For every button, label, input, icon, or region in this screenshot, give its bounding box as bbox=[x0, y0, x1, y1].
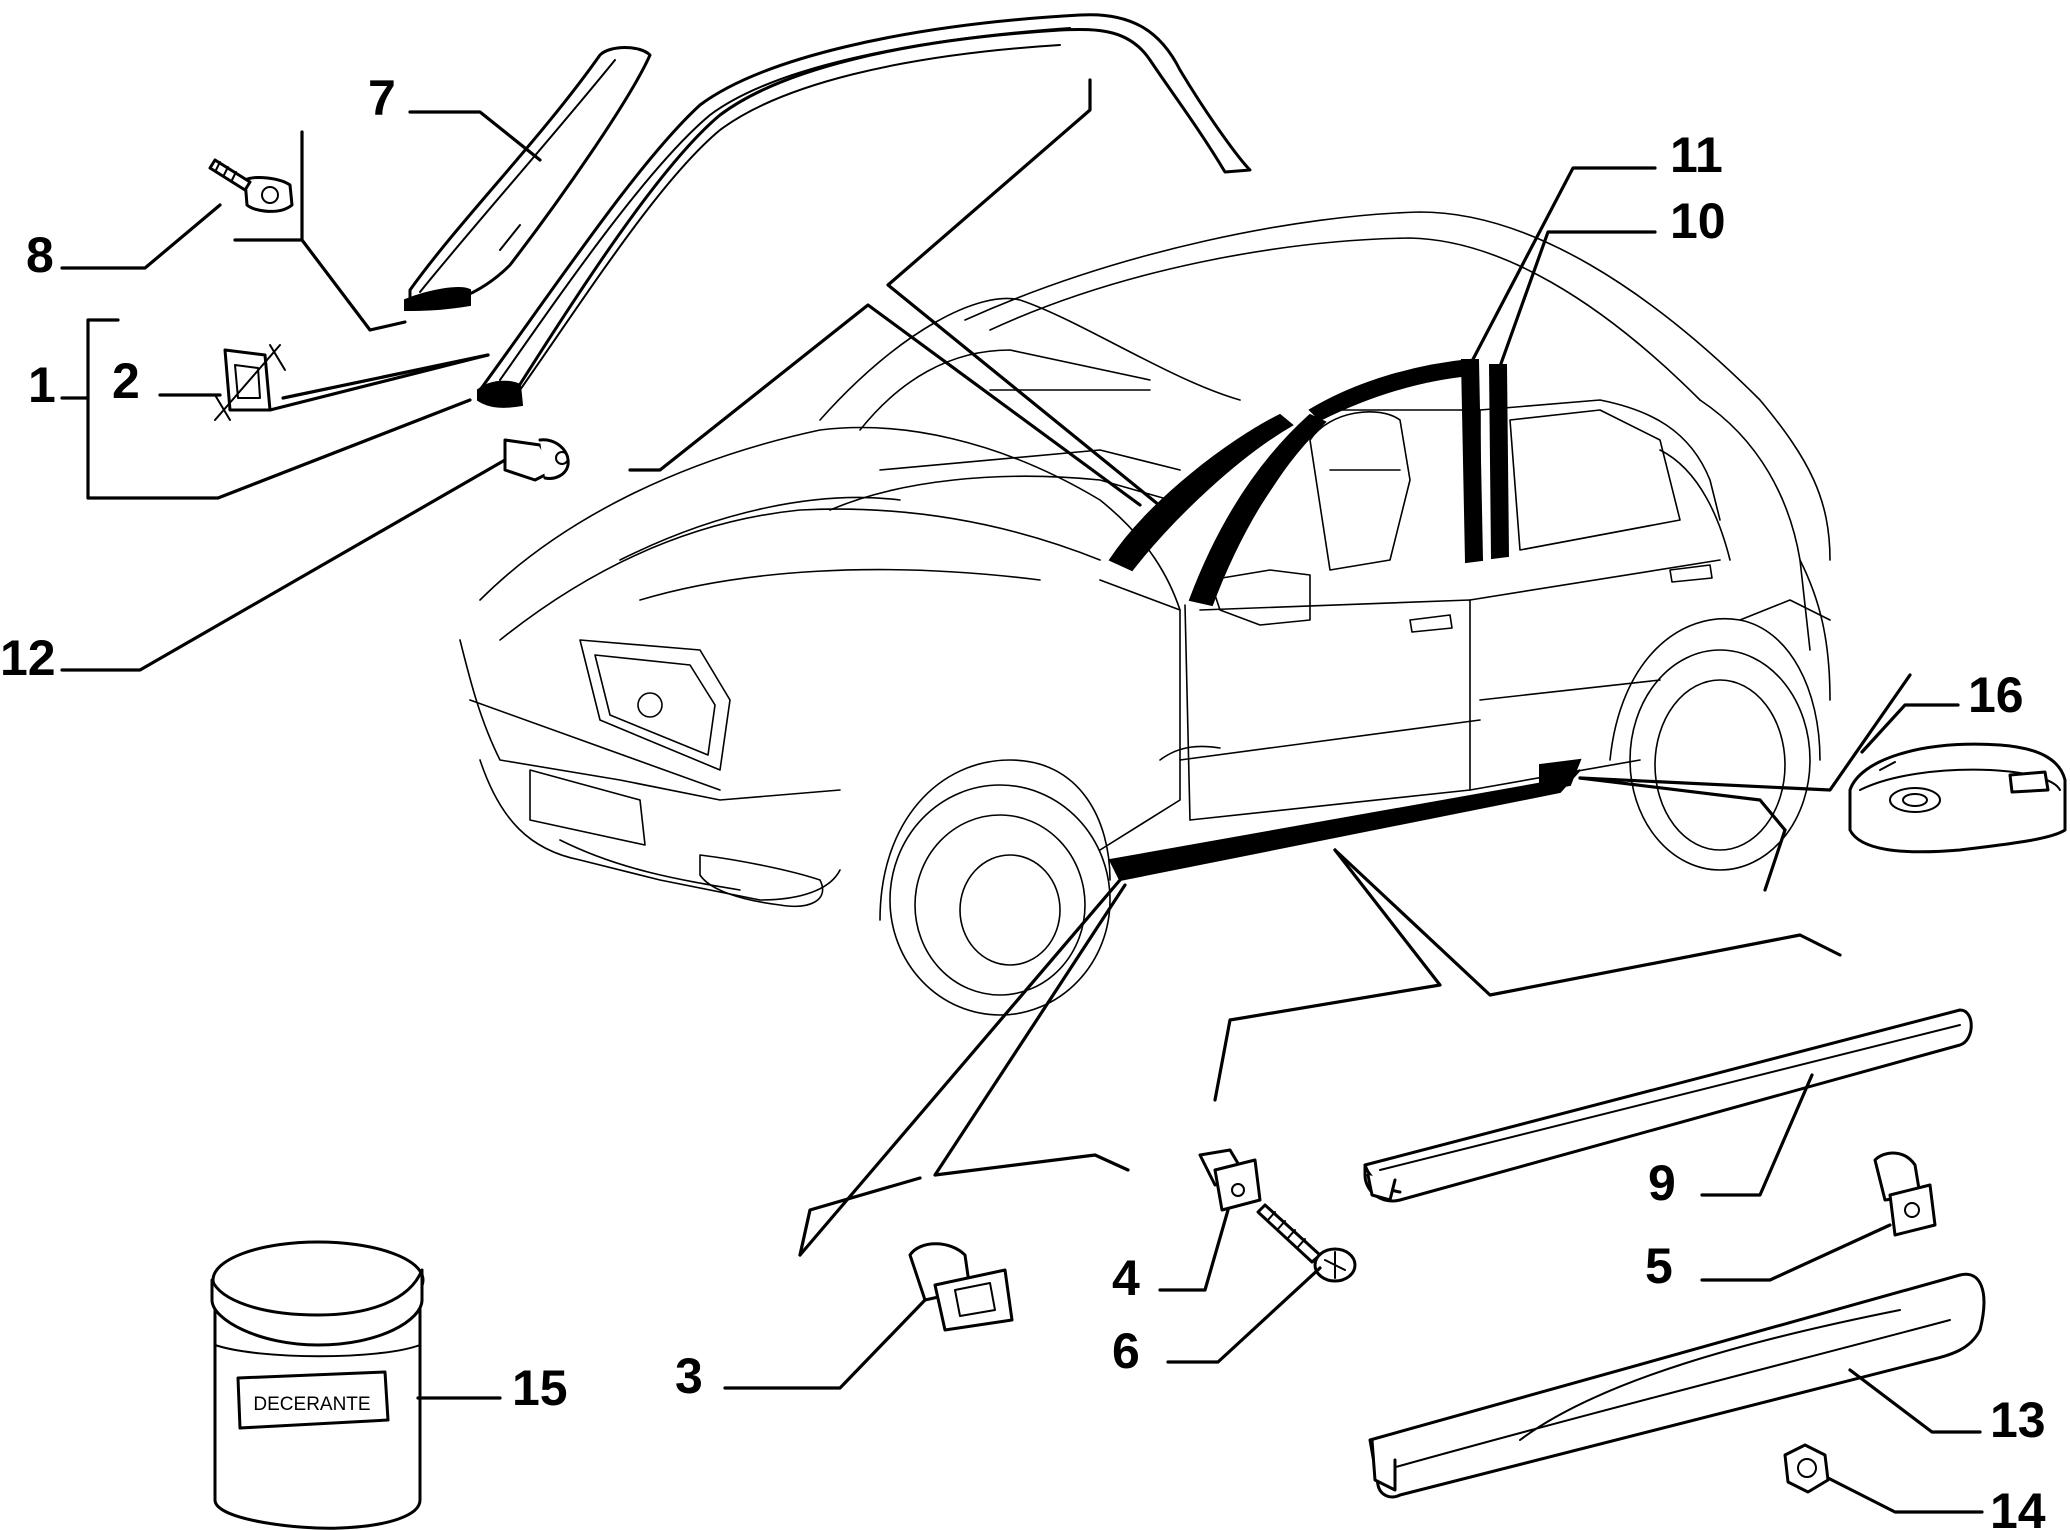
callout-6: 6 bbox=[1112, 1323, 1140, 1379]
part-9-sill-seal bbox=[1363, 1008, 1973, 1203]
callout-16: 16 bbox=[1968, 667, 2024, 723]
part-3-clip bbox=[908, 1242, 1014, 1332]
part-7-pillar-trim bbox=[404, 46, 652, 312]
callout-13: 13 bbox=[1990, 1392, 2046, 1448]
part-1-roof-seal bbox=[477, 13, 1252, 408]
car-highlights bbox=[1108, 358, 1582, 882]
callout-9: 9 bbox=[1648, 1155, 1676, 1211]
part-5-clip bbox=[1873, 1151, 1937, 1237]
callout-4: 4 bbox=[1112, 1250, 1140, 1306]
jar-label: DECERANTE bbox=[253, 1394, 370, 1415]
callout-12: 12 bbox=[0, 630, 56, 686]
callout-3: 3 bbox=[675, 1348, 703, 1404]
part-6-screw bbox=[1256, 1203, 1357, 1283]
leader-lines bbox=[60, 78, 1984, 1514]
callout-2: 2 bbox=[112, 353, 140, 409]
callout-10: 10 bbox=[1670, 193, 1726, 249]
callout-1: 1 bbox=[28, 357, 56, 413]
callout-15: 15 bbox=[512, 1360, 568, 1416]
part-13-sill-trim bbox=[1368, 1272, 1986, 1499]
callout-7: 7 bbox=[368, 70, 396, 126]
car-body bbox=[459, 211, 1831, 1016]
part-4-clip-nut bbox=[1198, 1148, 1262, 1212]
part-14-nut bbox=[1783, 1443, 1830, 1494]
callout-8: 8 bbox=[26, 227, 54, 283]
callout-5: 5 bbox=[1645, 1238, 1673, 1294]
callout-numbers: 7 8 1 2 12 11 10 16 9 5 13 14 4 6 3 15 bbox=[0, 70, 2046, 1530]
part-16-arch-cover bbox=[1848, 742, 2067, 854]
callout-11: 11 bbox=[1670, 127, 1723, 183]
part-12-rivet bbox=[503, 438, 570, 482]
callout-14: 14 bbox=[1990, 1483, 2046, 1530]
part-8-screw bbox=[208, 158, 294, 213]
part-15-jar: DECERANTE bbox=[210, 1240, 425, 1530]
